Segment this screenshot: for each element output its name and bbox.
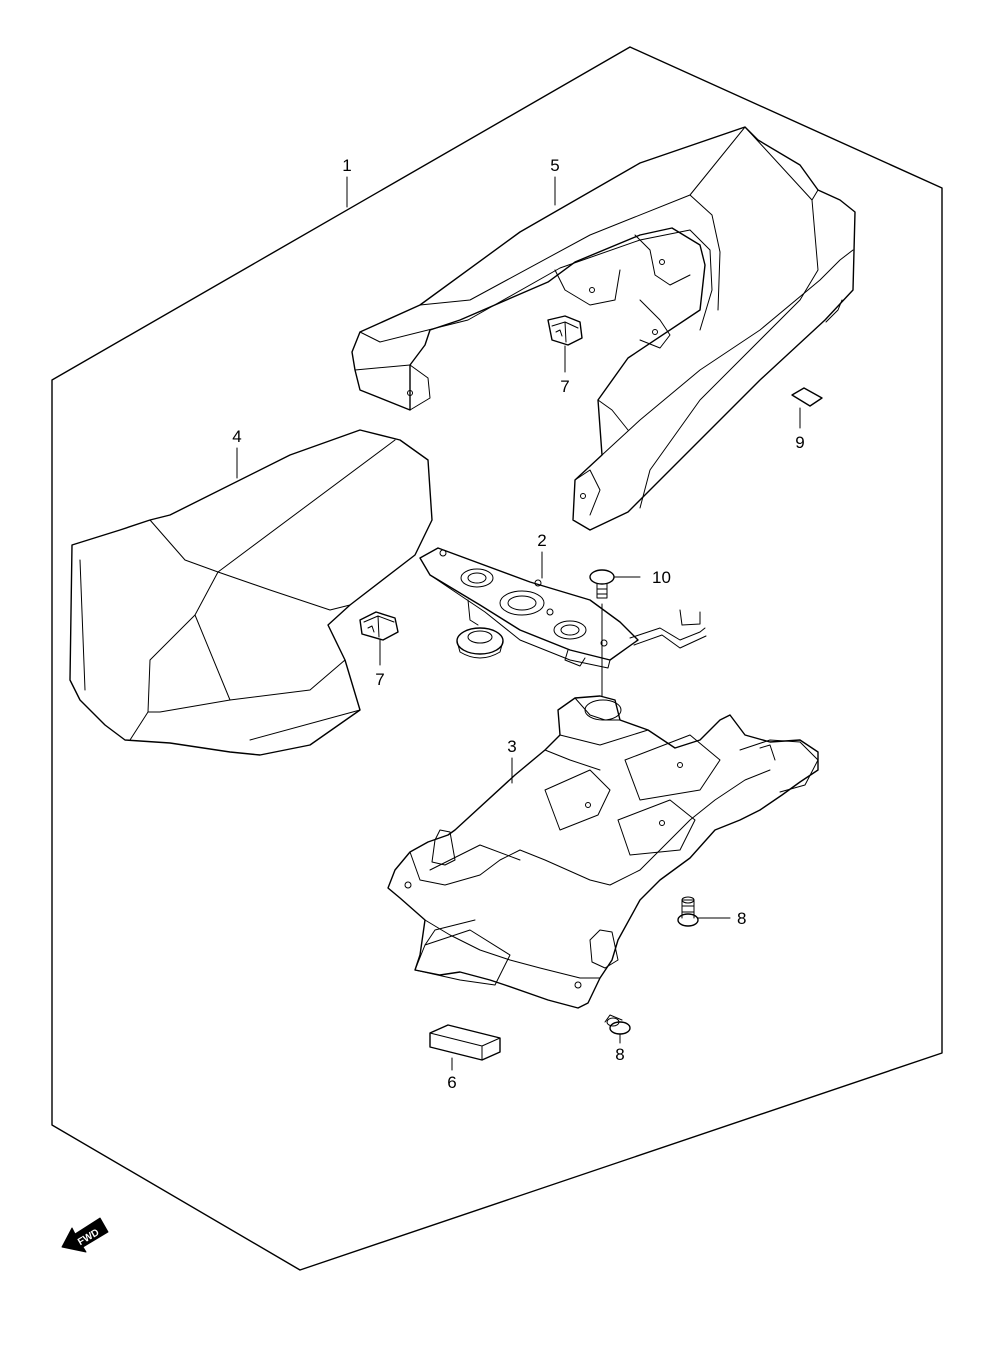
callout-1: 1 [342, 156, 351, 175]
bolt-part-bottom [604, 1014, 631, 1041]
callout-8-right: 8 [737, 909, 746, 928]
pad-part [791, 387, 823, 407]
kit-boundary [51, 46, 943, 1271]
clip-part-lower [359, 611, 399, 641]
clip-part-upper [547, 315, 583, 346]
bolt-part-right [677, 896, 731, 927]
callout-labels: 1 5 4 2 10 3 7 7 9 8 8 6 [232, 156, 804, 1092]
callout-8-bottom: 8 [615, 1045, 624, 1064]
callout-5: 5 [550, 156, 559, 175]
tail-cover-part [351, 126, 856, 531]
callout-4: 4 [232, 427, 241, 446]
fwd-label: FWD [76, 1227, 101, 1248]
foam-block-part [429, 1024, 501, 1061]
callout-7-lower: 7 [375, 670, 384, 689]
callout-10: 10 [652, 568, 671, 587]
rubber-bushing-part [456, 627, 504, 659]
fwd-arrow-icon: FWD [61, 1217, 109, 1253]
callout-6: 6 [447, 1073, 456, 1092]
callout-3: 3 [507, 737, 516, 756]
callout-7-upper: 7 [560, 377, 569, 396]
seat-base-part [387, 695, 819, 1009]
callout-2: 2 [537, 531, 546, 550]
bracket-part [419, 547, 707, 669]
seat-part [69, 429, 433, 756]
callout-9: 9 [795, 433, 804, 452]
leader-lines [236, 176, 801, 1071]
